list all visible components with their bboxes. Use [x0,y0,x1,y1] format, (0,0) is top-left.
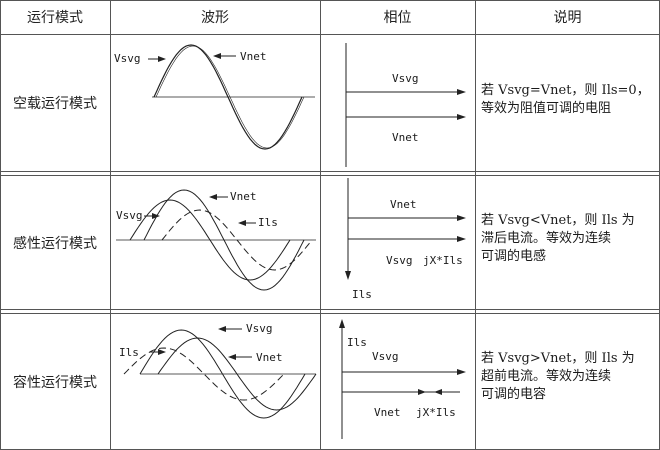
phase-label-jxils: jX*Ils [423,254,463,267]
sine-vsvg [139,329,306,419]
arrow-head [218,326,226,332]
arrow-head [209,194,217,200]
description-line: 超前电流。等效为连续 [481,369,612,384]
header-description: 说明 [553,10,582,26]
waveform-no-load: Vsvg Vnet [114,44,315,150]
waveform-capacitive: Ils Vsvg Vnet [119,322,317,419]
phase-label-vnet: Vnet [374,406,401,419]
arrow-head [238,220,246,226]
sine-vsvg-vnet [153,44,303,150]
mode-label-capacitive: 容性运行模式 [13,374,97,391]
arrow-head [457,369,466,375]
description-line: 若 Vsvg>Vnet，则 Ils 为 [481,351,635,366]
arrow-head [457,89,466,95]
waveform-inductive: Vsvg Vnet Ils [116,189,316,291]
arrow-head [418,389,426,395]
wave-label-vsvg: Vsvg [246,322,273,335]
phase-label-vsvg: Vsvg [372,350,399,363]
arrow-head [434,389,442,395]
phase-label-ils: Ils [352,288,372,301]
phase-label-vsvg: Vsvg [386,254,413,267]
description-line: 可调的电容 [481,387,547,402]
arrow-head [339,319,345,328]
wave-label-vnet: Vnet [256,351,283,364]
sine-ils [161,209,313,271]
sine-vnet [157,337,317,411]
description-capacitive: 若 Vsvg>Vnet，则 Ils 为 超前电流。等效为连续 可调的电容 [481,350,659,404]
phase-label-ils: Ils [347,336,367,349]
mode-label-inductive: 感性运行模式 [13,235,97,252]
header-mode: 运行模式 [27,10,83,26]
description-line: 可调的电感 [481,249,547,264]
arrow-head [213,53,221,59]
wave-label-ils: Ils [258,216,278,229]
wave-label-vsvg: Vsvg [114,52,141,65]
arrow-head [345,271,351,280]
arrow-head [158,349,166,355]
arrow-head [457,215,466,221]
mode-label-no-load: 空载运行模式 [13,96,97,112]
description-line: 等效为阻值可调的电阻 [481,101,612,116]
description-inductive: 若 Vsvg<Vnet，则 Ils 为 滞后电流。等效为连续 可调的电感 [481,212,659,266]
arrow-head [457,114,466,120]
phasor-inductive: Vnet Vsvg jX*Ils Ils [345,178,466,301]
wave-label-vsvg: Vsvg [116,209,143,222]
description-no-load: 若 Vsvg=Vnet，则 Ils=0， 等效为阻值可调的电阻 [481,82,659,118]
description-line: 滞后电流。等效为连续 [481,231,612,246]
wave-label-ils: Ils [119,346,139,359]
wave-label-vnet: Vnet [230,190,257,203]
description-line: 若 Vsvg=Vnet，则 Ils=0， [481,83,650,98]
phase-label-vnet: Vnet [392,131,419,144]
description-line: 若 Vsvg<Vnet，则 Ils 为 [481,213,635,228]
sine-vsvg [129,199,291,281]
phase-label-jxils: jX*Ils [416,406,456,419]
arrow-head [158,56,166,62]
phase-label-vnet: Vnet [390,198,417,211]
sine-vnet [143,189,305,291]
header-waveform: 波形 [201,10,229,26]
wave-label-vnet: Vnet [240,50,267,63]
phasor-no-load: Vsvg Vnet [345,43,466,167]
phasor-capacitive: Ils Vsvg Vnet jX*Ils [339,319,466,439]
sine-overlap [155,45,305,149]
header-phase: 相位 [383,10,412,26]
arrow-head [228,354,236,360]
arrow-head [457,236,466,242]
arrow-head [152,213,160,219]
phase-label-vsvg: Vsvg [392,72,419,85]
